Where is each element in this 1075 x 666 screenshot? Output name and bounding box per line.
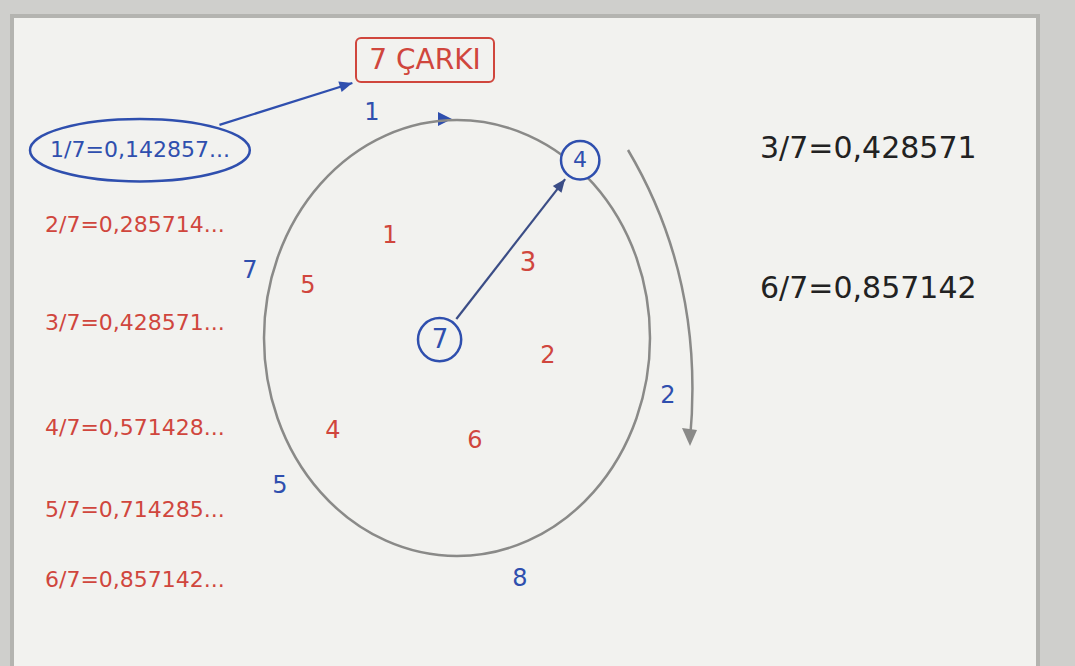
arc-arrowhead	[682, 428, 697, 446]
node-text: 2	[540, 341, 555, 370]
node-text: 8	[512, 564, 527, 593]
highlight-circle: 4	[559, 139, 601, 181]
node-text: 5	[272, 471, 287, 500]
node-text: 2	[660, 381, 675, 410]
node-text: 7	[242, 256, 257, 285]
connector	[456, 179, 565, 319]
connector-line	[456, 179, 565, 319]
node-text: 6	[467, 426, 482, 455]
fraction-label: 3/7=0,428571	[760, 130, 977, 166]
node-text: 4	[325, 416, 340, 445]
fraction-label: 5/7=0,714285...	[45, 497, 225, 523]
fraction-label: 2/7=0,285714...	[45, 212, 225, 238]
title-box: 7 ÇARKI	[355, 37, 495, 83]
fraction-label: 6/7=0,857142...	[45, 567, 225, 593]
outline-shape	[561, 141, 599, 179]
fraction-label: 3/7=0,428571...	[45, 310, 225, 336]
node-text: 1/7=0,142857...	[50, 137, 230, 163]
node-text: 1	[382, 221, 397, 250]
node-text: 4	[573, 147, 587, 173]
direction-arc	[628, 150, 692, 440]
connector-line	[219, 83, 352, 125]
edge-label: 3	[518, 247, 539, 278]
fraction-label: 4/7=0,571428...	[45, 415, 225, 441]
arrowhead	[338, 82, 352, 92]
connector	[219, 82, 352, 125]
outline-shape	[264, 120, 650, 556]
arrowhead	[553, 179, 565, 193]
node-text: 5	[300, 271, 315, 300]
fraction-label: 6/7=0,857142	[760, 270, 977, 306]
outline-shape	[30, 119, 250, 181]
node-text: 7	[432, 324, 449, 355]
center-circle: 7	[416, 316, 463, 363]
outline-shape	[418, 318, 461, 361]
node-text: 1	[364, 98, 379, 127]
digit-wheel: 128571264574	[262, 118, 652, 558]
highlight-ellipse: 1/7=0,142857...	[28, 117, 252, 183]
node-text: 7 ÇARKI	[369, 43, 481, 77]
